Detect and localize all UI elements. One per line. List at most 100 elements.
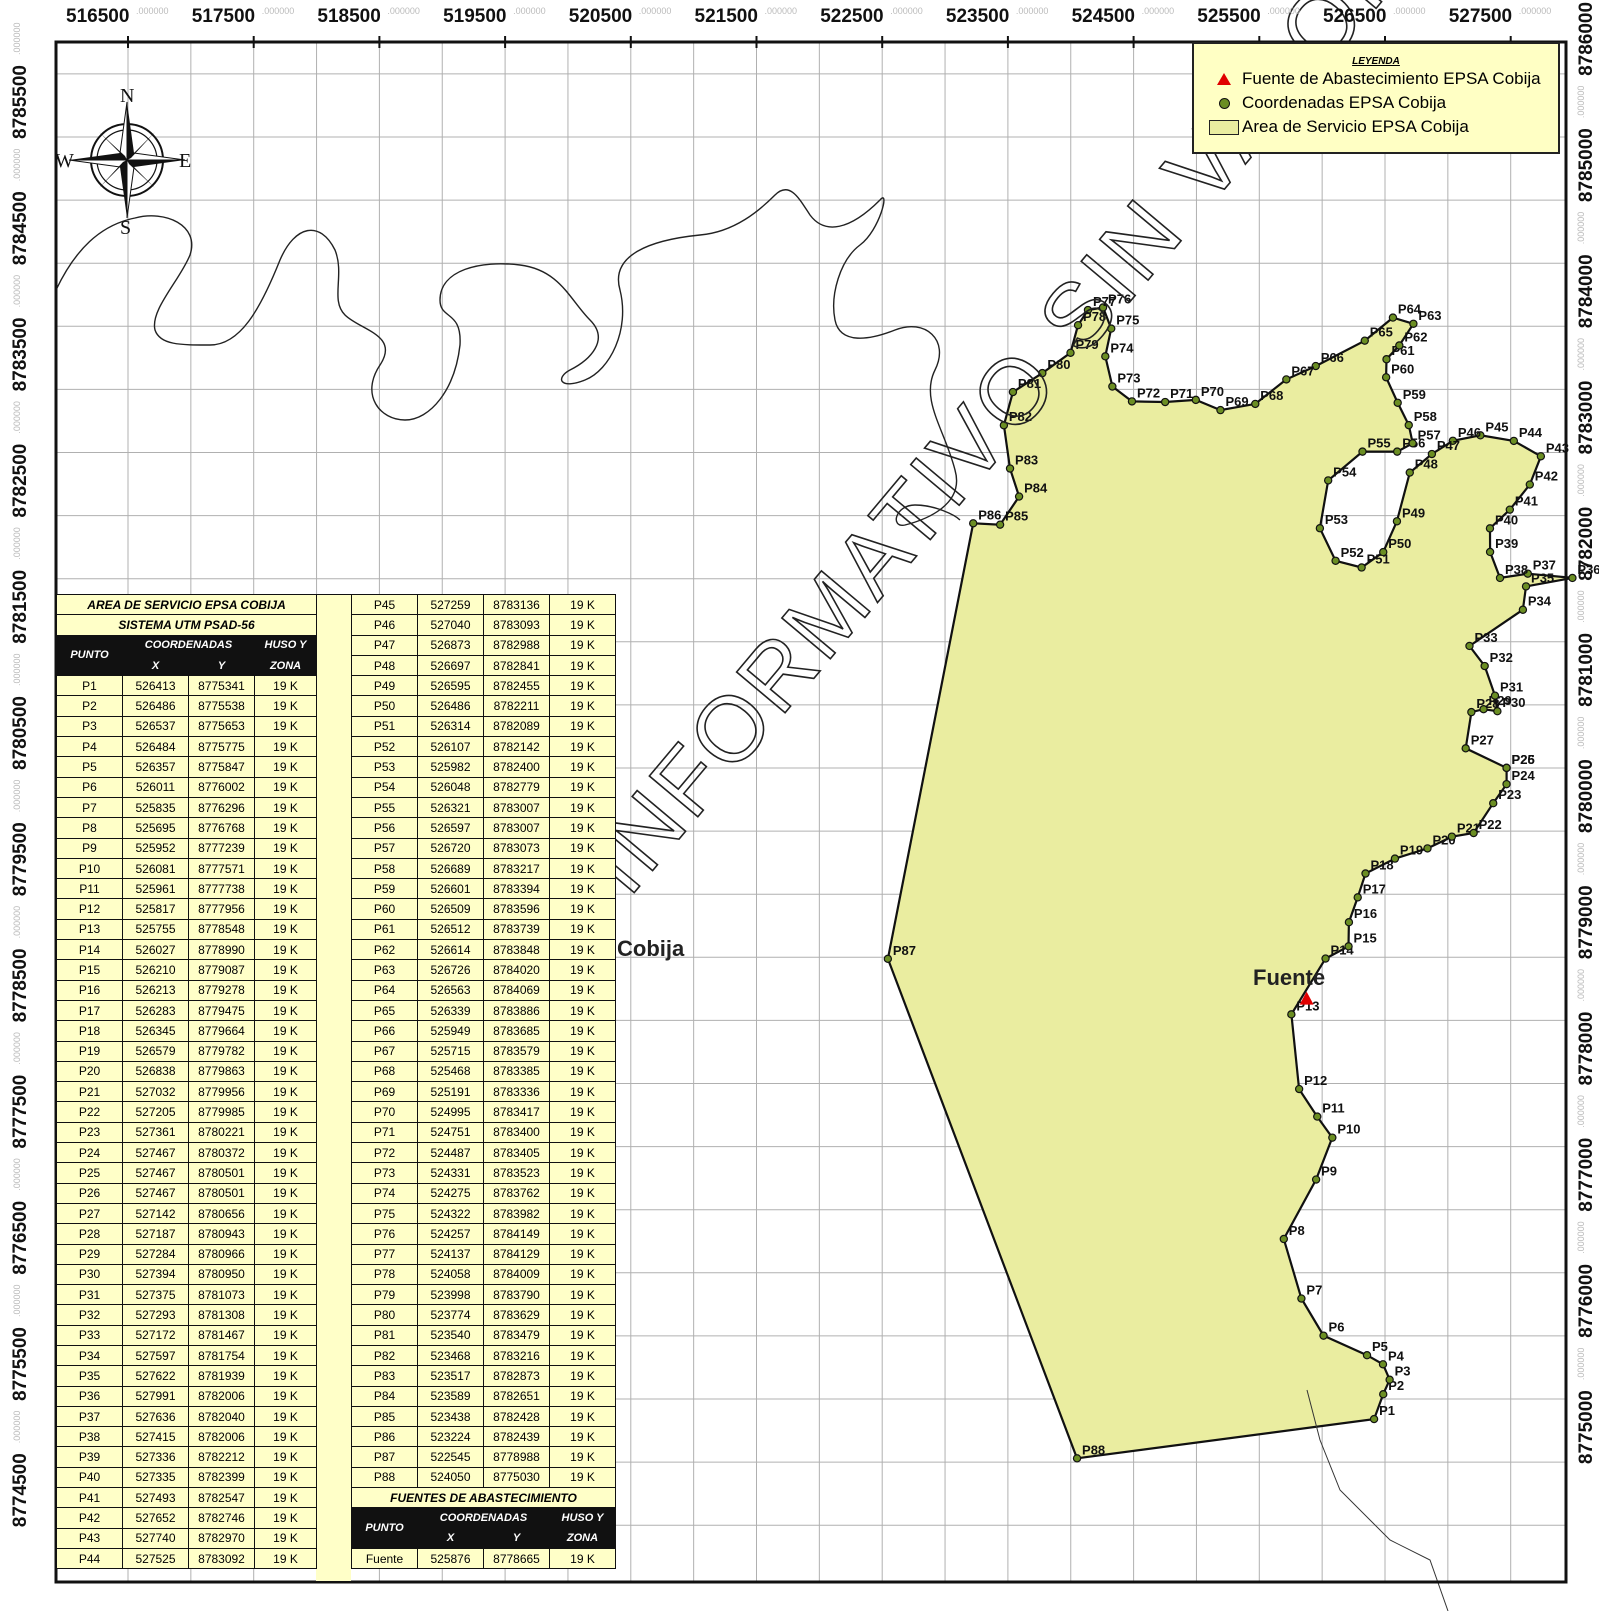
table-cell: 8783136	[483, 593, 550, 616]
y-tick-label: 8779000	[1576, 885, 1597, 959]
table-cell: P79	[351, 1284, 418, 1306]
table-cell: 8783217	[483, 857, 550, 880]
point-dot-icon	[1395, 341, 1404, 350]
table-cell: 19 K	[549, 918, 616, 941]
table-cell: 527032	[122, 1081, 189, 1103]
table-cell: 19 K	[253, 675, 318, 697]
point-label: P60	[1391, 361, 1414, 376]
table-cell: P20	[56, 1060, 123, 1083]
point-dot-icon	[1409, 319, 1418, 328]
x-tick-label: 520500	[569, 6, 632, 27]
legend-item-source: Fuente de Abastecimiento EPSA Cobija	[1206, 67, 1558, 91]
point-dot-icon	[1101, 352, 1110, 361]
point-dot-icon	[1408, 439, 1417, 448]
table-cell: 8782439	[483, 1426, 550, 1448]
table-cell: 526011	[122, 776, 189, 798]
table-cell: 8781308	[188, 1304, 255, 1326]
point-dot-icon	[1525, 480, 1535, 489]
point-dot-icon	[1385, 1375, 1394, 1384]
table-cell: 527394	[122, 1263, 189, 1286]
table-cell: 8782089	[483, 715, 550, 738]
point-dot-icon	[1447, 832, 1457, 841]
y-tick-minor: .000000	[12, 149, 22, 182]
table-cell: 527361	[122, 1121, 189, 1144]
col-zone-top: HUSO Y	[253, 634, 318, 656]
table-cell: P46	[351, 614, 418, 636]
x-tick-label: 523500	[946, 6, 1009, 27]
table-cell: P54	[351, 776, 418, 798]
compass-w: W	[55, 150, 74, 172]
table-cell: 8777956	[188, 898, 255, 920]
table-cell: 19 K	[253, 715, 318, 738]
point-dot-icon	[1378, 1360, 1388, 1369]
table-cell: 19 K	[253, 1040, 318, 1062]
y-tick-label: 8784000	[1576, 254, 1597, 328]
y-tick-left: 8775500.000000	[10, 1284, 31, 1401]
point-dot-icon	[1073, 320, 1083, 330]
point-label: P42	[1535, 469, 1558, 484]
point-label: P17	[1363, 881, 1386, 896]
point-label: P57	[1418, 427, 1441, 442]
col-zone-bottom: ZONA	[253, 654, 318, 677]
point-dot-icon	[1405, 468, 1414, 477]
point-label: P44	[1519, 425, 1543, 440]
table-cell: 19 K	[253, 736, 318, 758]
point-label: P51	[1367, 551, 1390, 566]
point-dot-icon	[1321, 954, 1330, 963]
point-dot-icon	[1469, 828, 1478, 838]
table-cell: 8778990	[188, 939, 255, 961]
y-tick-label: 8785000	[1576, 128, 1597, 202]
y-tick-label: 8785500	[10, 65, 31, 139]
table-cell: 523774	[417, 1304, 484, 1326]
point-label: P27	[1471, 732, 1494, 747]
table-cell: 526537	[122, 715, 189, 738]
table-cell: 8783982	[483, 1202, 550, 1225]
table-cell: 8781754	[188, 1344, 255, 1367]
point-label: P32	[1490, 650, 1513, 665]
table-cell: P37	[56, 1405, 123, 1428]
table-cell: 19 K	[253, 1507, 318, 1529]
table-cell: 8775847	[188, 756, 255, 778]
table-cell: 8779985	[188, 1101, 255, 1123]
y-tick-right: 8775000.000000	[1576, 1348, 1597, 1465]
table-cell: 19 K	[253, 837, 318, 859]
point-label: P5	[1372, 1339, 1388, 1354]
table-cell: 527284	[122, 1243, 189, 1265]
table-cell: 19 K	[549, 654, 616, 677]
table-cell: P88	[351, 1466, 418, 1489]
y-tick-label: 8781000	[1576, 633, 1597, 707]
table-cell: 19 K	[549, 979, 616, 1001]
table-cell: 19 K	[549, 593, 616, 616]
point-label: P55	[1367, 436, 1390, 451]
point-dot-icon	[1423, 844, 1432, 853]
table-cell: P51	[351, 715, 418, 738]
table-cell: 19 K	[253, 898, 318, 920]
y-tick-left: 8777500.000000	[10, 1032, 31, 1149]
table-cell: 8782142	[483, 736, 550, 758]
table-cell: P31	[56, 1284, 123, 1306]
table-cell: P19	[56, 1040, 123, 1062]
table-cell: 527336	[122, 1446, 189, 1468]
table-cell: P26	[56, 1182, 123, 1204]
table-cell: 8782873	[483, 1365, 550, 1387]
table-cell: 523224	[417, 1426, 484, 1448]
y-tick-minor: .000000	[12, 527, 22, 560]
x-tick-minor: .000000	[1519, 6, 1552, 16]
table-cell: P43	[56, 1527, 123, 1549]
river-line	[55, 189, 961, 526]
source-marker	[1299, 991, 1314, 1005]
table-cell: 8783394	[483, 878, 550, 900]
point-dot-icon	[1392, 517, 1402, 526]
